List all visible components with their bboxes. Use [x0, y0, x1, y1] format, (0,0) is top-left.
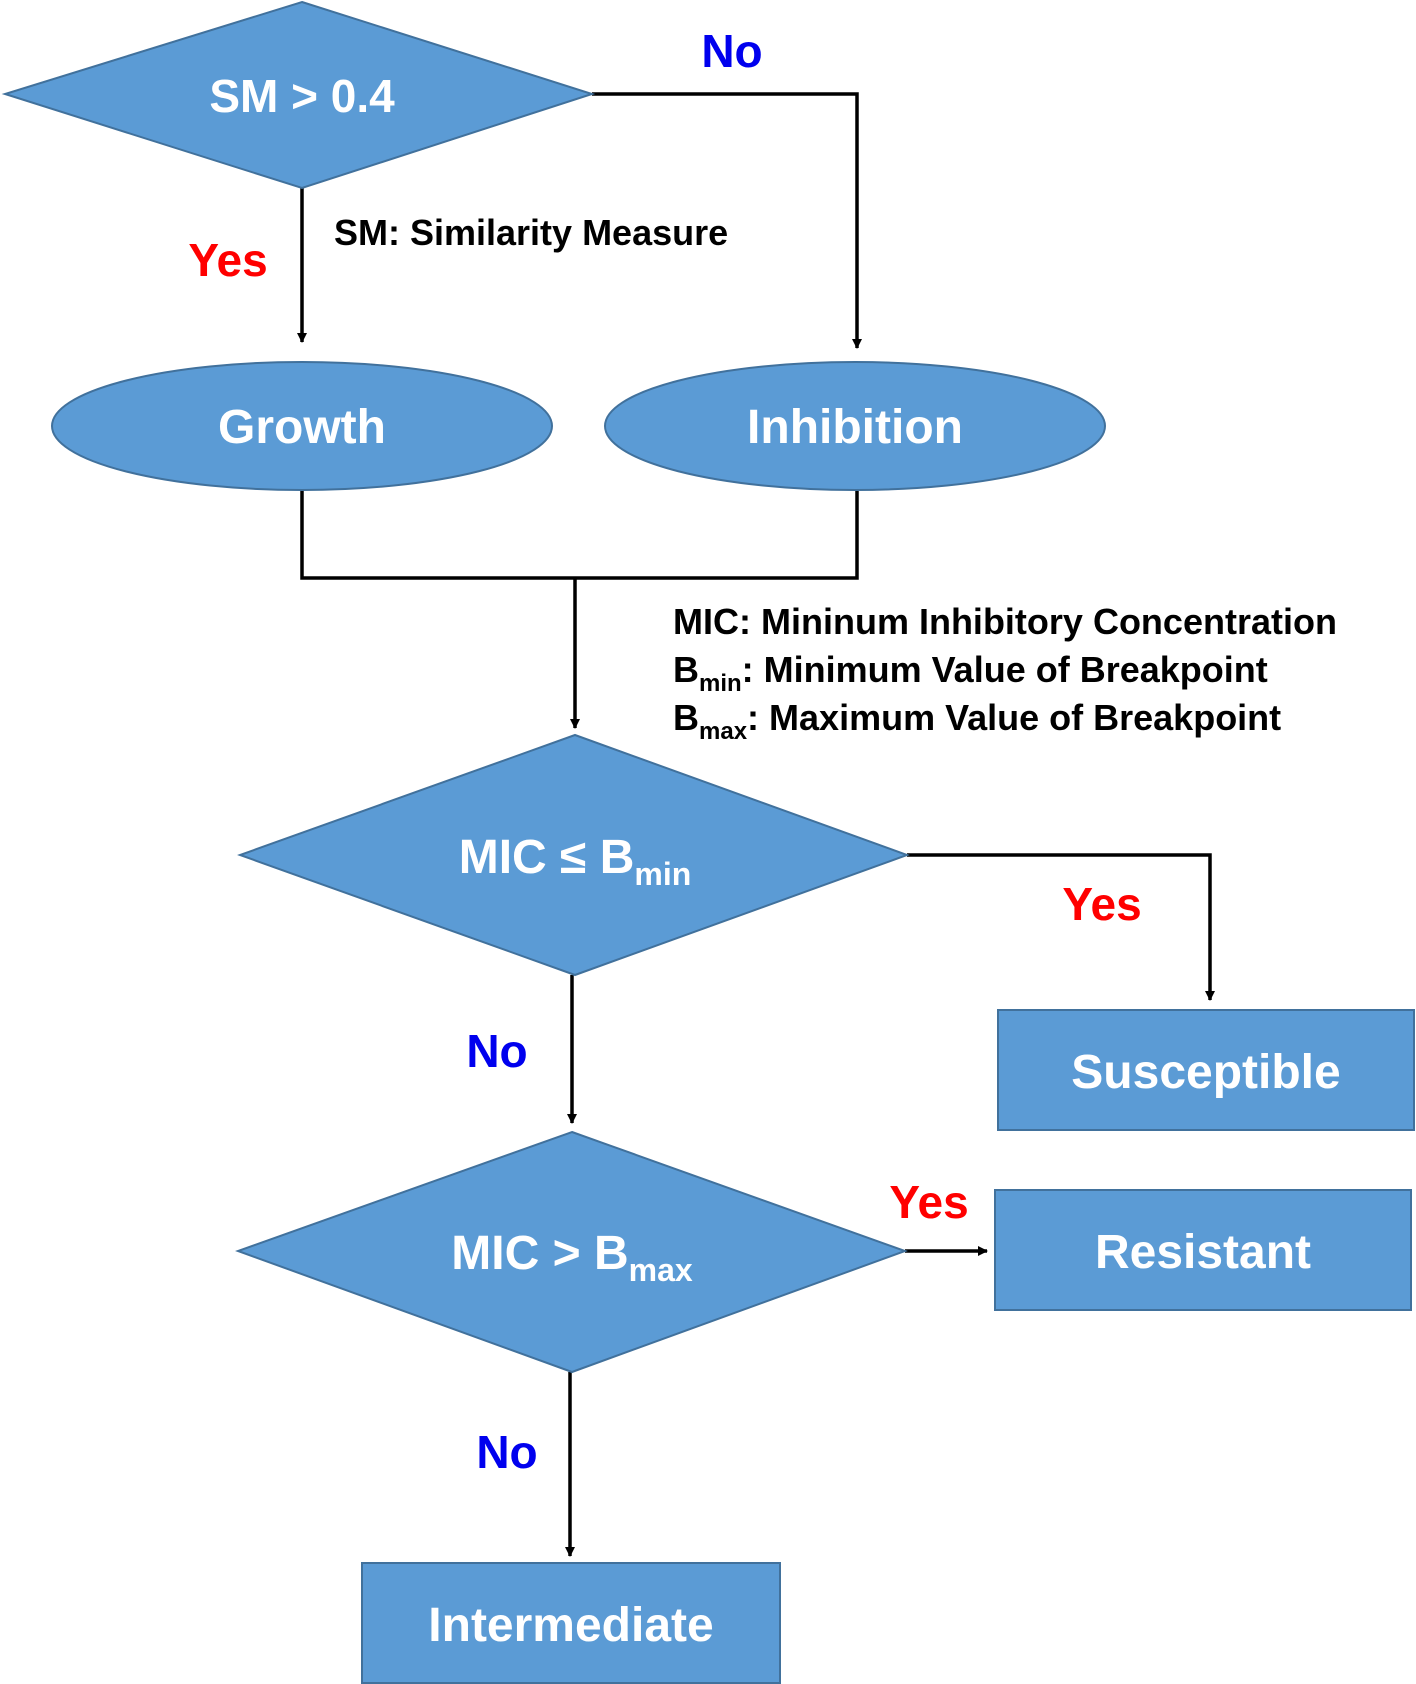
legend-bmin-symbol: B: [673, 649, 699, 690]
growth-node: Growth: [51, 361, 553, 491]
legend: SM: Similarity Measure MIC: Mininum Inhi…: [334, 212, 1337, 745]
min-yes-label: Yes: [1062, 878, 1141, 930]
legend-bmin-text: : Minimum Value of Breakpoint: [742, 649, 1268, 690]
inhibition-shape: [604, 361, 1106, 491]
inhibition-label: Inhibition: [747, 401, 963, 454]
edge-labels: No Yes Yes No Yes No: [188, 25, 1141, 1478]
legend-bmax-sub: max: [699, 718, 748, 745]
decision-sm: SM > 0.4: [1, 0, 596, 190]
max-yes-label: Yes: [889, 1176, 968, 1228]
decision-max-main: MIC > B: [451, 1227, 628, 1280]
decision-min: MIC ≤ Bmin: [237, 733, 910, 977]
edge-min-yes: [907, 853, 1215, 1001]
decision-max-label: MIC > Bmax: [451, 1227, 693, 1288]
edge-merge: [300, 490, 859, 580]
decision-min-main: MIC ≤ B: [459, 831, 635, 884]
inhibition-node: Inhibition: [604, 361, 1106, 491]
min-no-label: No: [466, 1025, 527, 1077]
resistant-node: Resistant: [994, 1189, 1412, 1311]
resistant-shape: [994, 1189, 1412, 1311]
sm-no-label: No: [701, 25, 762, 77]
susceptible-shape: [997, 1009, 1415, 1131]
legend-bmin: Bmin: Minimum Value of Breakpoint: [673, 649, 1268, 697]
decision-max: MIC > Bmax: [235, 1130, 908, 1374]
edge-sm-no: [592, 92, 862, 349]
intermediate-label: Intermediate: [428, 1599, 713, 1652]
susceptible-label: Susceptible: [1071, 1046, 1340, 1099]
intermediate-node: Intermediate: [361, 1562, 781, 1684]
susceptible-node: Susceptible: [997, 1009, 1415, 1131]
intermediate-shape: [361, 1562, 781, 1684]
sm-yes-label: Yes: [188, 234, 267, 286]
decision-min-shape: [237, 733, 910, 977]
decision-max-sub: max: [629, 1252, 693, 1288]
decision-sm-label: SM > 0.4: [209, 70, 395, 122]
decision-sm-shape: [1, 0, 596, 190]
resistant-label: Resistant: [1095, 1226, 1311, 1279]
max-no-label: No: [476, 1426, 537, 1478]
decision-max-shape: [235, 1130, 908, 1374]
legend-bmin-sub: min: [699, 670, 742, 697]
legend-bmax-text: : Maximum Value of Breakpoint: [747, 697, 1281, 738]
legend-bmax-symbol: B: [673, 697, 699, 738]
legend-mic: MIC: Mininum Inhibitory Concentration: [673, 601, 1337, 642]
decision-min-sub: min: [634, 856, 691, 892]
growth-shape: [51, 361, 553, 491]
growth-label: Growth: [218, 401, 386, 454]
legend-bmax: Bmax: Maximum Value of Breakpoint: [673, 697, 1281, 745]
connectors: [297, 92, 1215, 1557]
decision-min-label: MIC ≤ Bmin: [459, 831, 692, 892]
legend-sm: SM: Similarity Measure: [334, 212, 728, 253]
